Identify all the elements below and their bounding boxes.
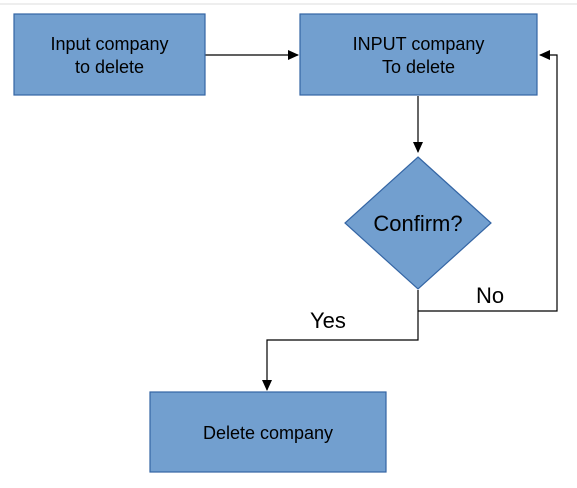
process-node-delete-company: Delete company [149,391,387,473]
process-node-input-company-upper: INPUT company To delete [299,13,538,96]
edge-confirm-yes-to-delete [262,290,419,391]
node-label-line-1: INPUT company [353,34,485,54]
process-box [299,13,538,96]
edge-label-no: No [476,283,504,308]
process-node-input-company: Input company to delete [13,13,206,96]
process-box [149,391,387,473]
node-label-line-1: Input company [50,34,168,54]
decision-diamond [344,156,492,290]
node-label: Delete company [203,423,333,443]
node-label-line-2: to delete [75,57,144,77]
process-box [13,13,206,96]
edge-label-yes: Yes [310,308,346,333]
edge-confirm-no-loop-back [418,50,558,312]
decision-node-confirm: Confirm? [344,156,492,290]
decision-label: Confirm? [373,211,462,236]
node-label-line-2: To delete [382,57,455,77]
